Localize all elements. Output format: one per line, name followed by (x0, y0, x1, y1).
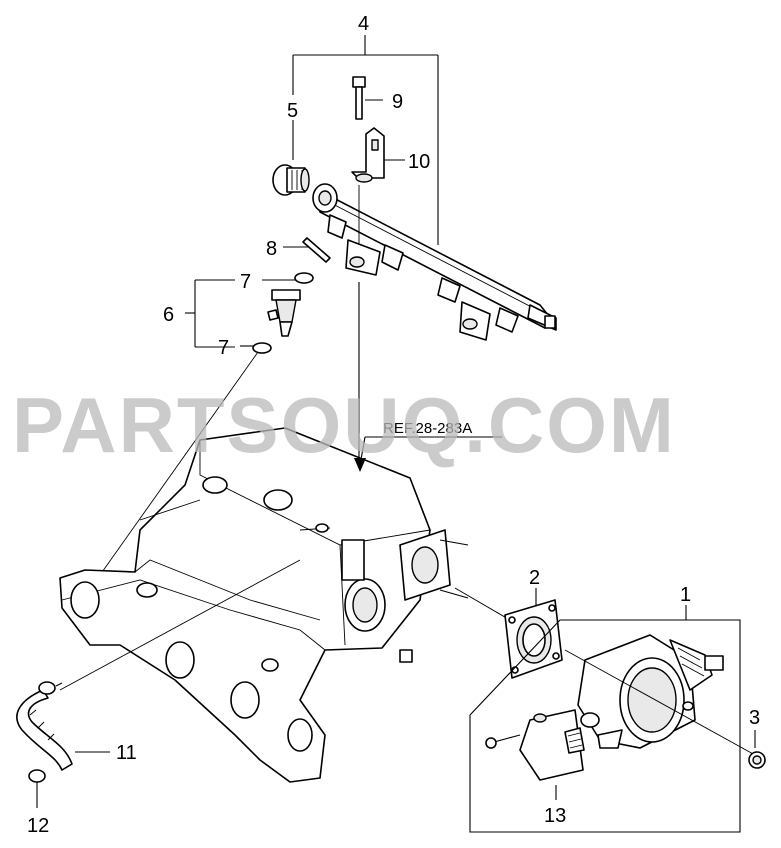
callout-10: 10 (408, 151, 430, 173)
callout-4: 4 (358, 13, 369, 35)
callout-5: 5 (287, 100, 298, 122)
intake-manifold (59, 427, 469, 783)
callout-11: 11 (116, 742, 137, 764)
throttle-body-group (469, 605, 766, 833)
callout-3: 3 (749, 707, 760, 729)
callout-7-upper: 7 (240, 271, 251, 293)
callout-8: 8 (266, 238, 277, 260)
reference-label: REF.28-283A (383, 420, 472, 437)
callout-1: 1 (680, 584, 691, 606)
hose-clamp-lower (28, 769, 46, 783)
callout-13: 13 (544, 805, 566, 827)
callout-12: 12 (27, 815, 49, 837)
hose-clamp-upper (38, 681, 56, 695)
throttle-gasket (454, 587, 563, 679)
throttle-body (577, 634, 724, 749)
o-ring-lower (252, 342, 272, 354)
callout-7-lower: 7 (218, 337, 229, 359)
o-ring-upper (294, 272, 314, 284)
injector-group (99, 272, 314, 576)
screw (748, 730, 766, 769)
fuel-rail-group (272, 35, 557, 341)
mounting-bracket (351, 127, 405, 245)
bolt (352, 76, 383, 120)
callout-6: 6 (163, 304, 174, 326)
insulator (283, 237, 331, 263)
callout-9: 9 (392, 91, 403, 113)
pressure-regulator (272, 120, 310, 196)
fuel-injector (267, 289, 301, 337)
callout-2: 2 (529, 567, 540, 589)
fuel-rail (312, 183, 557, 341)
reference-callout: REF.28-283A (354, 282, 502, 472)
watermark: PARTSOUQ.COM (12, 381, 676, 469)
vacuum-hose-group (16, 681, 110, 808)
throttle-position-sensor (485, 709, 585, 800)
